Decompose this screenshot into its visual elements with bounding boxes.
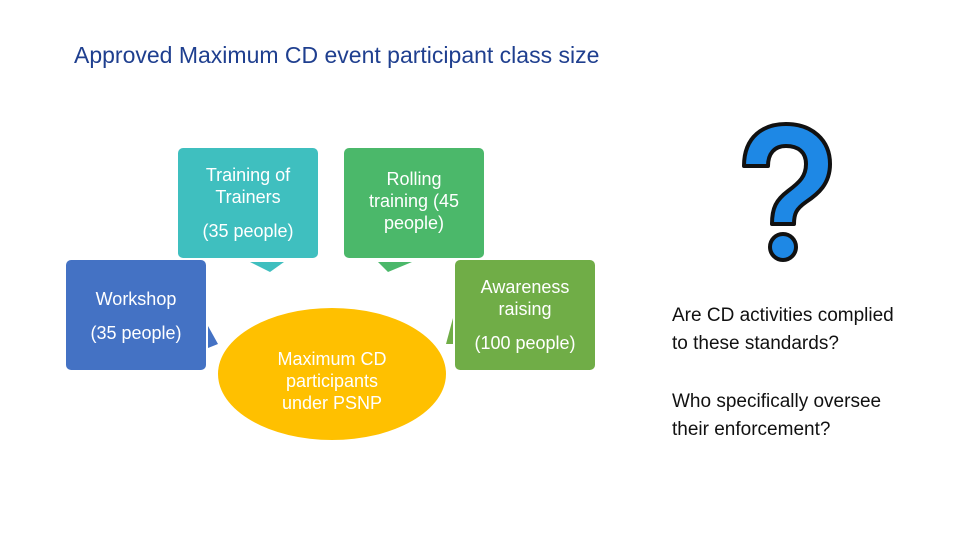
- rolling-arrow: [378, 262, 412, 272]
- node-label-line: people): [383, 213, 445, 233]
- node-label-line: Workshop: [95, 289, 177, 309]
- workshop-arrow: [208, 326, 218, 348]
- node-label-line: Rolling: [386, 169, 442, 189]
- node-sublabel: (35 people): [202, 221, 294, 241]
- node-sublabel: (100 people): [474, 333, 576, 353]
- node-label-line: Trainers: [215, 187, 281, 207]
- tot-arrow: [250, 262, 284, 272]
- question-enforcement: Who specifically oversee their enforceme…: [672, 388, 942, 444]
- node-workshop: Workshop (35 people): [66, 260, 206, 370]
- node-label-line: Awareness: [480, 277, 570, 297]
- node-awareness-raising: Awareness raising (100 people): [455, 260, 595, 370]
- question-line: Who specifically oversee: [672, 391, 882, 412]
- node-label-line: training (45: [368, 191, 460, 211]
- question-compliance: Are CD activities complied to these stan…: [672, 302, 942, 358]
- center-ellipse: Maximum CD participants under PSNP: [218, 308, 446, 440]
- question-mark-icon: [742, 122, 832, 262]
- node-label-line: Training of: [205, 165, 291, 185]
- center-label-line: participants: [285, 371, 379, 391]
- node-rolling-training: Rolling training (45 people): [344, 148, 484, 258]
- node-sublabel: (35 people): [90, 323, 182, 343]
- question-line: their enforcement?: [672, 419, 831, 440]
- node-training-of-trainers: Training of Trainers (35 people): [178, 148, 318, 258]
- awareness-arrow: [446, 318, 453, 344]
- center-label-line: Maximum CD: [277, 349, 387, 369]
- question-line: Are CD activities complied: [672, 305, 894, 326]
- node-label-line: raising: [498, 299, 552, 319]
- slide-title: Approved Maximum CD event participant cl…: [74, 42, 600, 68]
- center-label-line: under PSNP: [281, 393, 383, 413]
- question-line: to these standards?: [672, 333, 839, 354]
